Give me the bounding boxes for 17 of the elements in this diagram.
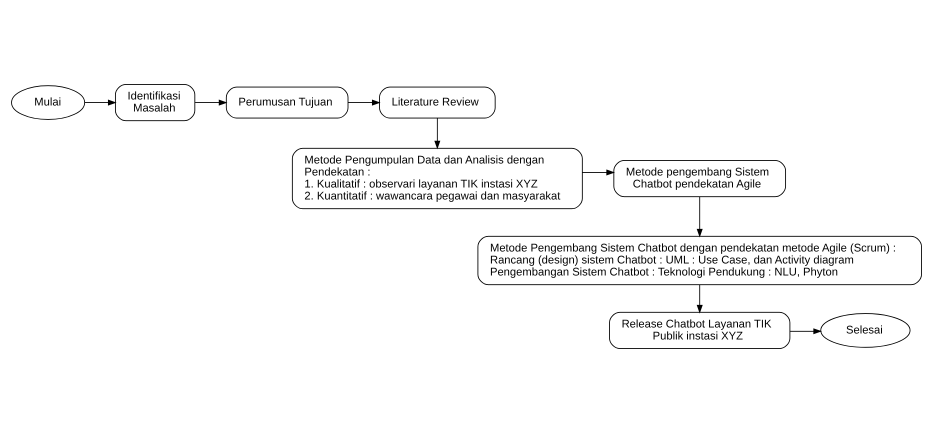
arrow	[348, 100, 381, 106]
arrow	[790, 328, 822, 334]
node-box: Release Chatbot Layanan TIK Publik instasi XYZ	[609, 312, 790, 349]
arrow	[84, 100, 117, 106]
arrow	[696, 284, 703, 314]
node-ellipse: Selesai	[820, 313, 910, 348]
node-box: Identifikasi Masalah	[114, 84, 196, 122]
arrow	[434, 118, 440, 150]
arrow	[696, 196, 703, 238]
node-ellipse: Mulai	[11, 85, 86, 120]
node-box: Metode Pengembang Sistem Chatbot dengan pendekatan metode Agile (Scrum) : Rancang (design) sistem Chatbot : UML : Use Case, dan Activity diagram Pengembangan Sistem Chatbot : Teknologi Pendukung : NLU, Phyton	[477, 236, 922, 286]
arrow	[582, 169, 615, 176]
node-box: Metode pengembang Sistem Chatbot pendekatan Agile	[613, 160, 786, 198]
node-box: Literature Review	[379, 86, 496, 119]
node-box: Metode Pengumpulan Data dan Analisis dengan Pendekatan : 1. Kualitatif : observari layanan TIK instasi XYZ 2. Kuantitatif : wawancara pegawai dan masyarakat	[292, 148, 583, 210]
node-box: Perumusan Tujuan	[226, 86, 348, 119]
arrow	[194, 100, 228, 106]
